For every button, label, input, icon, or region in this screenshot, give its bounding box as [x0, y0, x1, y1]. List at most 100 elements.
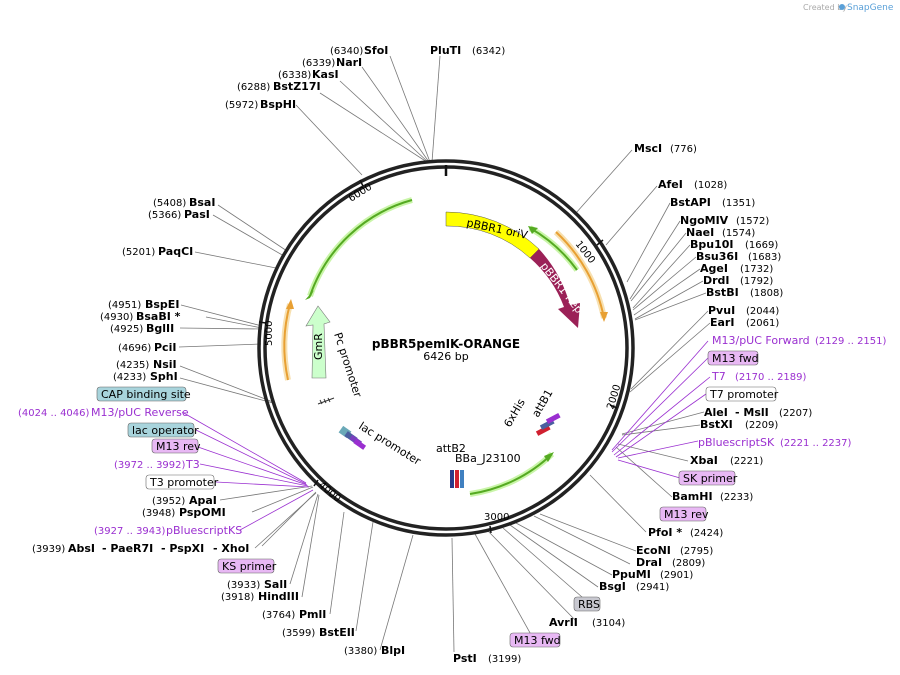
svg-text:T7: T7: [711, 370, 726, 383]
svg-text:BamHI: BamHI: [672, 490, 713, 503]
attb2-features: [450, 470, 464, 488]
green-arc-bottom: [469, 453, 553, 495]
svg-text:- PspXI: - PspXI: [161, 542, 204, 555]
svg-text:BstXI: BstXI: [700, 418, 733, 431]
svg-text:(2129 .. 2151): (2129 .. 2151): [815, 336, 887, 347]
enz-name: ApaI: [189, 494, 217, 507]
svg-text:RBS: RBS: [578, 598, 600, 611]
enz-pos: (5201): [122, 247, 155, 258]
svg-text:T3: T3: [185, 458, 200, 471]
tick-label-3000: 3000: [484, 512, 509, 523]
orange-arc-right: [555, 231, 605, 319]
svg-text:(3972 .. 3992): (3972 .. 3992): [114, 460, 186, 471]
svg-text:SK primer: SK primer: [683, 472, 738, 485]
svg-text:M13/pUC Forward: M13/pUC Forward: [712, 334, 810, 347]
svg-text:(1669): (1669): [745, 240, 778, 251]
enz-name: HindIII: [258, 590, 299, 603]
pc-promoter-mark: [317, 397, 335, 405]
svg-text:(2941): (2941): [636, 582, 669, 593]
svg-text:BstAPI: BstAPI: [670, 196, 711, 209]
enz-name: BsaI: [189, 196, 215, 209]
svg-text:T7 promoter: T7 promoter: [709, 388, 779, 401]
enz-name: BsaBI *: [136, 310, 181, 323]
svg-text:PpuMI: PpuMI: [612, 568, 651, 581]
svg-text:CAP binding site: CAP binding site: [101, 388, 191, 401]
tick-label-5000: 5000: [264, 321, 275, 346]
svg-text:DraI: DraI: [636, 556, 662, 569]
enz-pos: (4951): [108, 300, 141, 311]
bba-j23100-label: BBa_J23100: [455, 452, 521, 465]
svg-text:(1351): (1351): [722, 198, 755, 209]
gmr-arrow: [305, 305, 331, 379]
svg-text:AleI: AleI: [704, 406, 728, 419]
enz-pos: (4930): [100, 312, 133, 323]
green-arrowhead-top: [305, 290, 314, 300]
svg-text:PvuI: PvuI: [708, 304, 735, 317]
svg-text:(2170 .. 2189): (2170 .. 2189): [735, 372, 807, 383]
svg-text:AbsI: AbsI: [68, 542, 95, 555]
enz-name: NsiI: [153, 358, 177, 371]
enz-name: BstEII: [319, 626, 355, 639]
enz-pos: (3952): [152, 496, 185, 507]
svg-text:(2424): (2424): [690, 528, 723, 539]
enz-pos: (5972): [225, 100, 258, 111]
enzyme-cluster-left: (3939) AbsI - PaeR7I - PspXI - XhoI: [32, 542, 249, 555]
svg-text:(2809): (2809): [672, 558, 705, 569]
lac-promoter-features: [338, 425, 367, 450]
svg-text:PluTI: PluTI: [430, 44, 461, 57]
svg-text:M13 fwd: M13 fwd: [712, 352, 759, 365]
enz-name: PaqCI: [158, 245, 193, 258]
svg-text:AfeI: AfeI: [658, 178, 683, 191]
enz-name: BspEI: [145, 298, 179, 311]
green-arc-top: [309, 199, 413, 297]
svg-text:(1792): (1792): [740, 276, 773, 287]
svg-text:(2901): (2901): [660, 570, 693, 581]
plasmid-name: pBBR5pemIK-ORANGE: [372, 337, 520, 351]
pbbr1-oriv-label: pBBR1 oriV: [465, 216, 529, 242]
svg-text:(6342): (6342): [472, 46, 505, 57]
svg-text:PstI: PstI: [453, 652, 477, 665]
svg-text:Bsu36I: Bsu36I: [696, 250, 738, 263]
svg-text:(2207): (2207): [779, 408, 812, 419]
enzyme-connector-lines: [178, 55, 455, 653]
svg-text:AvrII: AvrII: [549, 616, 578, 629]
enz-name: BstZ17I: [273, 80, 321, 93]
svg-text:(3927 .. 3943): (3927 .. 3943): [94, 526, 166, 537]
enz-name: KasI: [312, 68, 339, 81]
orange-arrowhead-right: [600, 312, 608, 322]
attb1-label: attB1: [529, 387, 555, 419]
enz-pos: (5408): [153, 198, 186, 209]
svg-text:(776): (776): [670, 144, 697, 155]
enz-pos: (3599): [282, 628, 315, 639]
svg-text:M13 fwd: M13 fwd: [514, 634, 561, 647]
svg-text:(2795): (2795): [680, 546, 713, 557]
enz-name: PciI: [154, 341, 176, 354]
enz-name: BspHI: [260, 98, 296, 111]
svg-text:(3199): (3199): [488, 654, 521, 665]
plasmid-length: 6426 bp: [423, 350, 468, 363]
svg-text:(2044): (2044): [746, 306, 779, 317]
backbone-outer: [257, 159, 635, 537]
primer-labels-right: M13/pUC Forward (2129 .. 2151) M13 fwd T…: [509, 334, 887, 648]
enz-pos: (6339): [302, 58, 335, 69]
snapgene-logo-icon: [839, 4, 845, 10]
primer-connector-lines: [181, 340, 711, 531]
enz-pos: (5366): [148, 210, 181, 221]
svg-text:lac operator: lac operator: [132, 424, 199, 437]
attb1-features: [535, 412, 561, 436]
enz-name: NarI: [336, 56, 362, 69]
enz-pos: (4925): [110, 324, 143, 335]
enz-pos: (3764): [262, 610, 295, 621]
tick-marks: [258, 179, 618, 534]
svg-text:BstBI: BstBI: [706, 286, 739, 299]
green-arrowhead-right: [528, 226, 538, 234]
svg-text:(2061): (2061): [746, 318, 779, 329]
svg-text:(1683): (1683): [748, 252, 781, 263]
svg-text:(2221): (2221): [730, 456, 763, 467]
svg-text:MscI: MscI: [634, 142, 662, 155]
enzyme-connector-lines-right: [474, 149, 711, 641]
svg-text:EcoNI: EcoNI: [636, 544, 671, 557]
enz-pos: (4235): [116, 360, 149, 371]
enz-pos: (3948): [142, 508, 175, 519]
sixhis-label: 6xHis: [501, 396, 528, 429]
